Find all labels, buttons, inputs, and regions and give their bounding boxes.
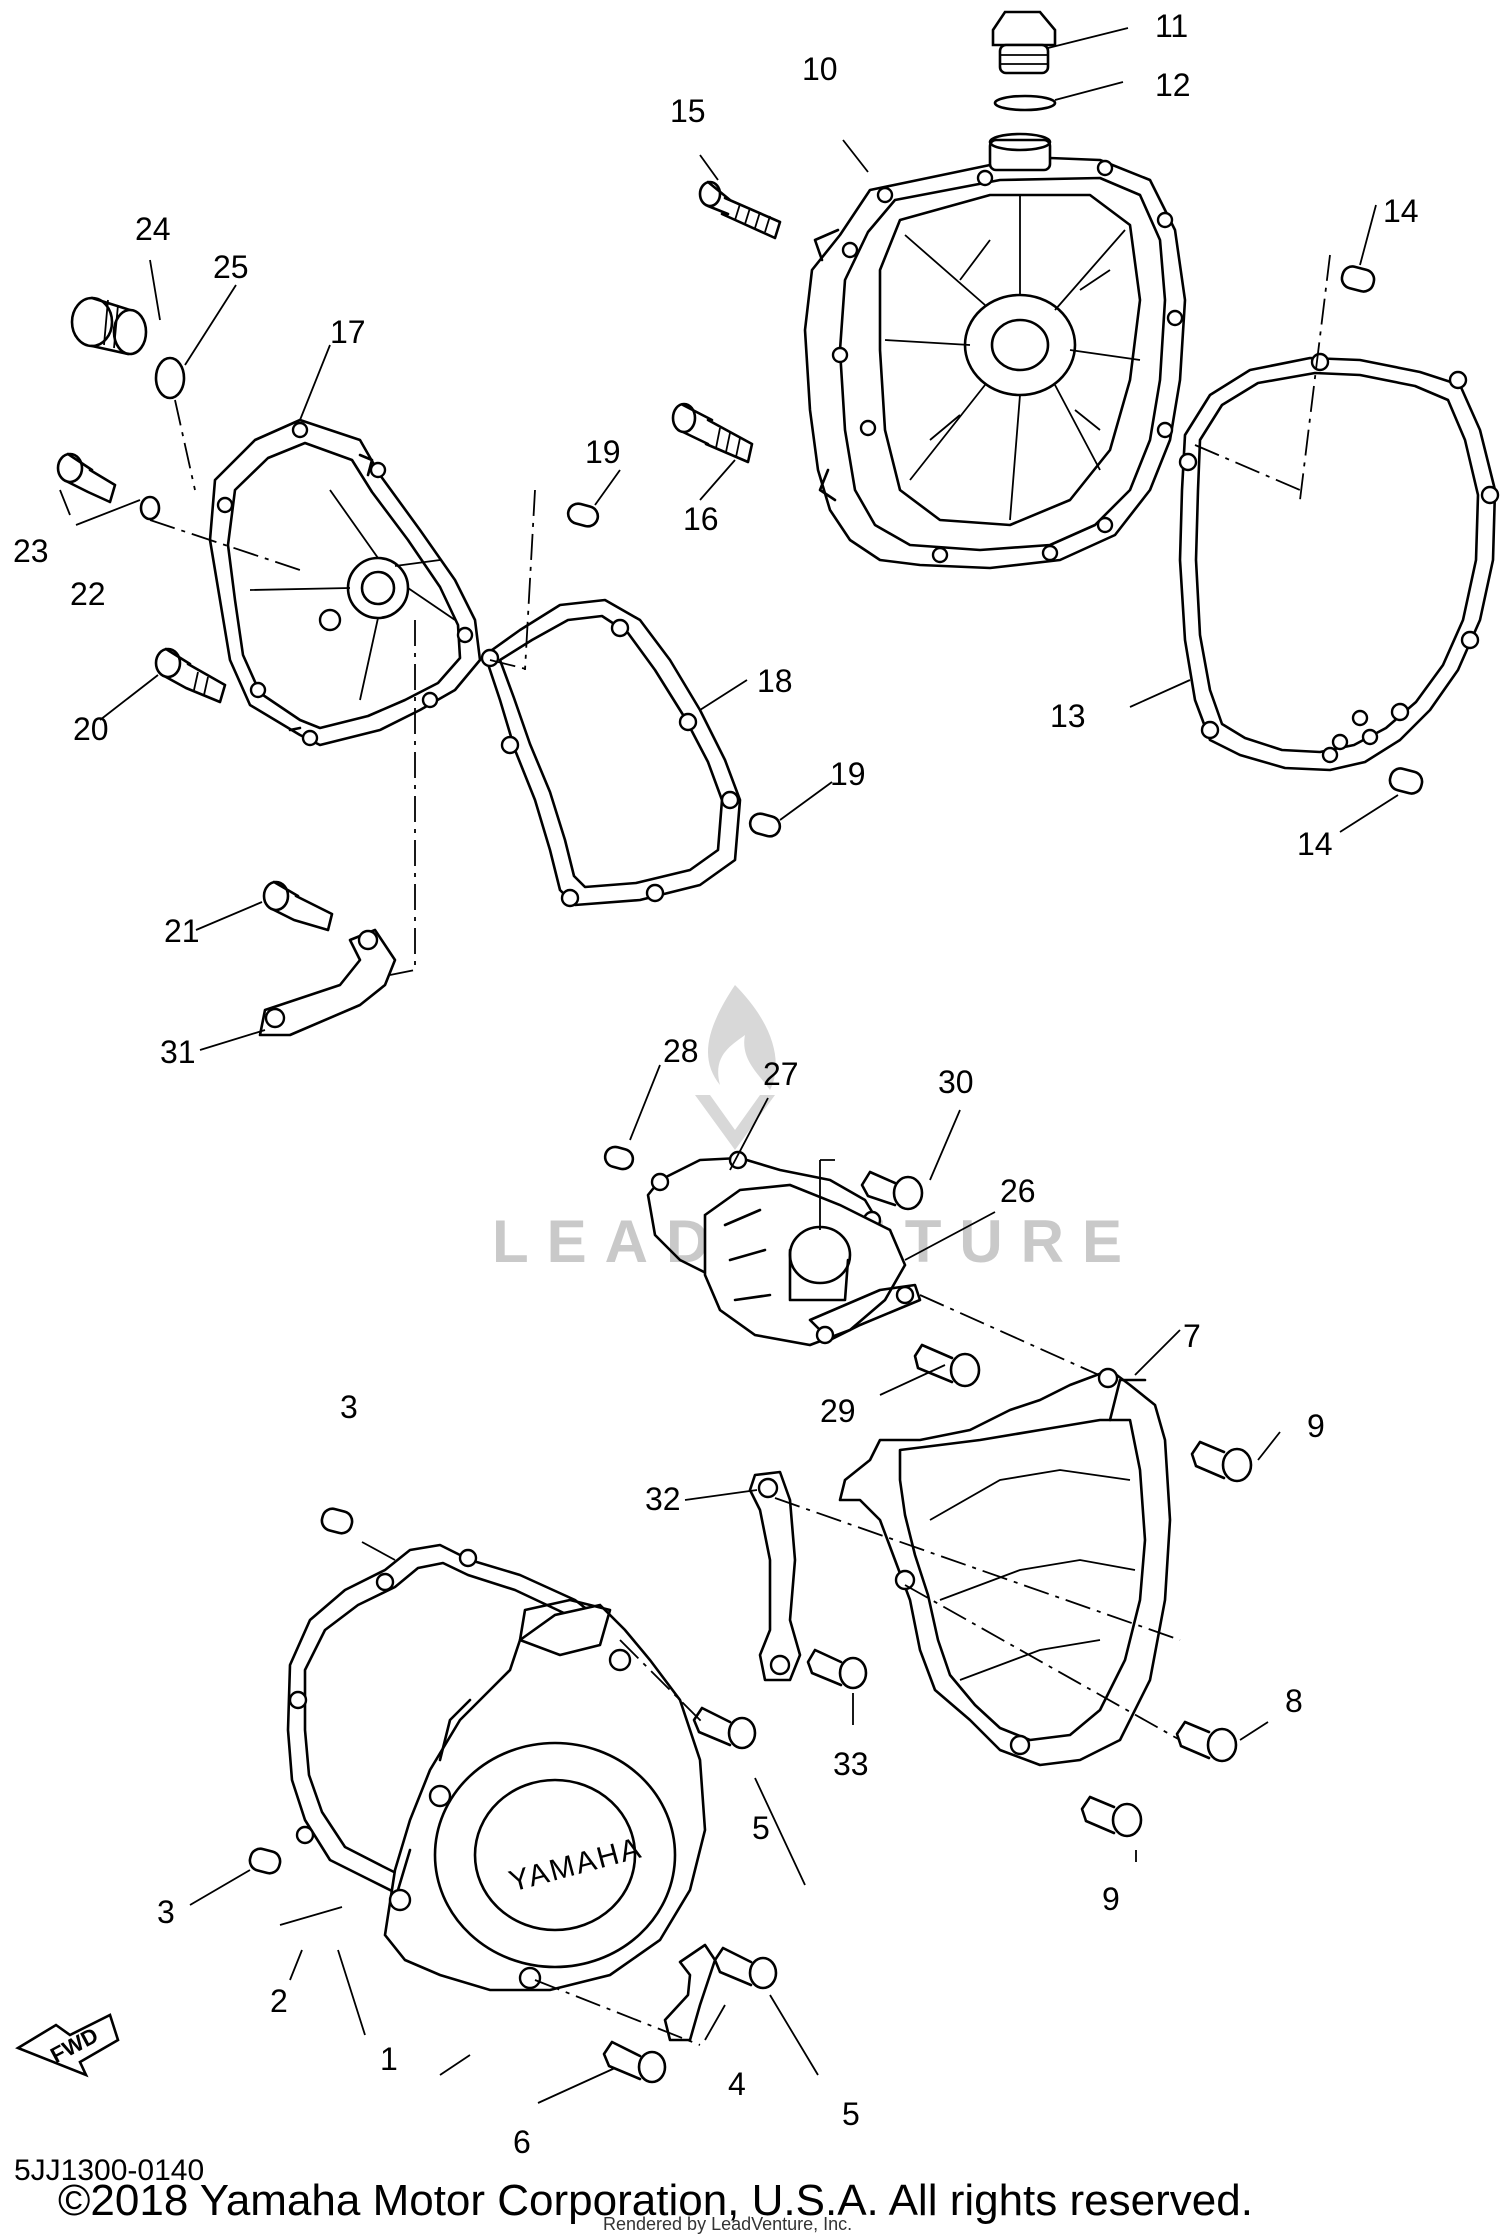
part-19-dowel-upper xyxy=(566,502,600,528)
callout-31: 31 xyxy=(160,1034,196,1070)
callout-25: 25 xyxy=(213,249,249,285)
callout-14: 14 xyxy=(1383,193,1419,229)
render-note: Rendered by LeadVenture, Inc. xyxy=(603,2214,853,2234)
part-18-gasket xyxy=(480,598,742,908)
callout-15: 15 xyxy=(670,93,706,129)
callout-28: 28 xyxy=(663,1033,699,1069)
part-11-oil-filler-cap xyxy=(991,10,1057,75)
callout-10: 10 xyxy=(802,51,838,87)
part-6-bolt xyxy=(602,2040,667,2084)
callout-17: 17 xyxy=(330,314,366,350)
part-12-o-ring xyxy=(993,94,1057,112)
centerline-7 xyxy=(774,1497,1181,1741)
callout-33: 33 xyxy=(833,1746,869,1782)
callout-labels: 1 2 3 3 4 5 5 6 7 8 9 9 10 11 12 13 14 1… xyxy=(13,8,1419,2160)
callout-5: 5 xyxy=(752,1810,770,1846)
part-9-bolt-upper xyxy=(1190,1440,1253,1483)
callout-24: 24 xyxy=(135,211,171,247)
part-21-bolt xyxy=(262,880,334,932)
part-19-dowel-lower xyxy=(748,812,782,838)
part-30-bolt xyxy=(860,1170,924,1211)
leader-lines xyxy=(59,27,1399,2104)
part-23-bolt xyxy=(56,452,117,504)
diagram-code: 5JJ1300-0140 xyxy=(14,2154,205,2187)
fwd-arrow-icon: FWD xyxy=(15,2013,120,2078)
part-20-bolt xyxy=(154,647,227,704)
part-5-bolt-lower xyxy=(713,1946,778,1990)
part-29-bolt xyxy=(913,1343,981,1388)
part-16-bolt xyxy=(671,402,754,464)
part-1-generator-cover: YAMAHA xyxy=(383,1598,707,1992)
centerline-17-plug xyxy=(149,399,301,571)
callout-8: 8 xyxy=(1285,1683,1303,1719)
callout-19: 19 xyxy=(830,756,866,792)
part-15-bolt xyxy=(698,180,782,240)
callout-1: 1 xyxy=(380,2041,398,2077)
part-17-cover xyxy=(208,418,482,747)
part-7-cover xyxy=(838,1367,1172,1767)
part-4-bracket xyxy=(663,1943,717,2042)
part-32-bracket xyxy=(748,1470,802,1682)
part-10-clutch-cover xyxy=(803,132,1187,570)
part-28-dowel xyxy=(603,1145,635,1171)
callout-26: 26 xyxy=(1000,1173,1036,1209)
callout-12: 12 xyxy=(1155,67,1191,103)
callout-6: 6 xyxy=(513,2124,531,2160)
callout-5: 5 xyxy=(842,2096,860,2132)
part-24-plug xyxy=(70,296,148,356)
callout-14: 14 xyxy=(1297,826,1333,862)
part-31-bracket xyxy=(258,928,397,1037)
part-5-bolt-upper xyxy=(692,1706,757,1750)
part-13-gasket xyxy=(1178,352,1500,772)
part-14-dowel-upper xyxy=(1340,265,1376,293)
callout-4: 4 xyxy=(728,2066,746,2102)
callout-20: 20 xyxy=(73,711,109,747)
callout-2: 2 xyxy=(270,1983,288,2019)
part-9-bolt-lower xyxy=(1080,1795,1143,1838)
callout-9: 9 xyxy=(1102,1881,1120,1917)
callout-16: 16 xyxy=(683,501,719,537)
callout-23: 23 xyxy=(13,533,49,569)
callout-11: 11 xyxy=(1155,8,1188,44)
callout-21: 21 xyxy=(164,913,200,949)
callout-7: 7 xyxy=(1183,1318,1201,1354)
callout-27: 27 xyxy=(763,1056,799,1092)
centerline-26 xyxy=(919,1294,1111,1381)
part-3-dowel-lower xyxy=(248,1847,282,1875)
callout-19: 19 xyxy=(585,434,621,470)
part-8-bolt xyxy=(1175,1720,1238,1763)
centerline-18 xyxy=(489,489,536,671)
part-22-washer xyxy=(139,495,161,521)
callout-22: 22 xyxy=(70,576,106,612)
callout-29: 29 xyxy=(820,1393,856,1429)
callout-3: 3 xyxy=(340,1389,358,1425)
callout-32: 32 xyxy=(645,1481,681,1517)
part-26-pickup-coil xyxy=(703,1159,922,1347)
callout-30: 30 xyxy=(938,1064,974,1100)
callout-13: 13 xyxy=(1050,698,1086,734)
callout-9: 9 xyxy=(1307,1408,1325,1444)
centerline-21 xyxy=(389,620,416,976)
part-3-dowel-upper xyxy=(320,1507,354,1535)
centerline-14 xyxy=(1194,254,1331,501)
part-33-bolt xyxy=(806,1648,868,1690)
callout-3: 3 xyxy=(157,1894,175,1930)
copyright-text: ©2018 Yamaha Motor Corporation, U.S.A. A… xyxy=(58,2176,1253,2225)
part-25-o-ring xyxy=(154,356,186,400)
centerline-2 xyxy=(534,1639,706,2046)
part-14-dowel-lower xyxy=(1388,767,1424,795)
callout-18: 18 xyxy=(757,663,793,699)
